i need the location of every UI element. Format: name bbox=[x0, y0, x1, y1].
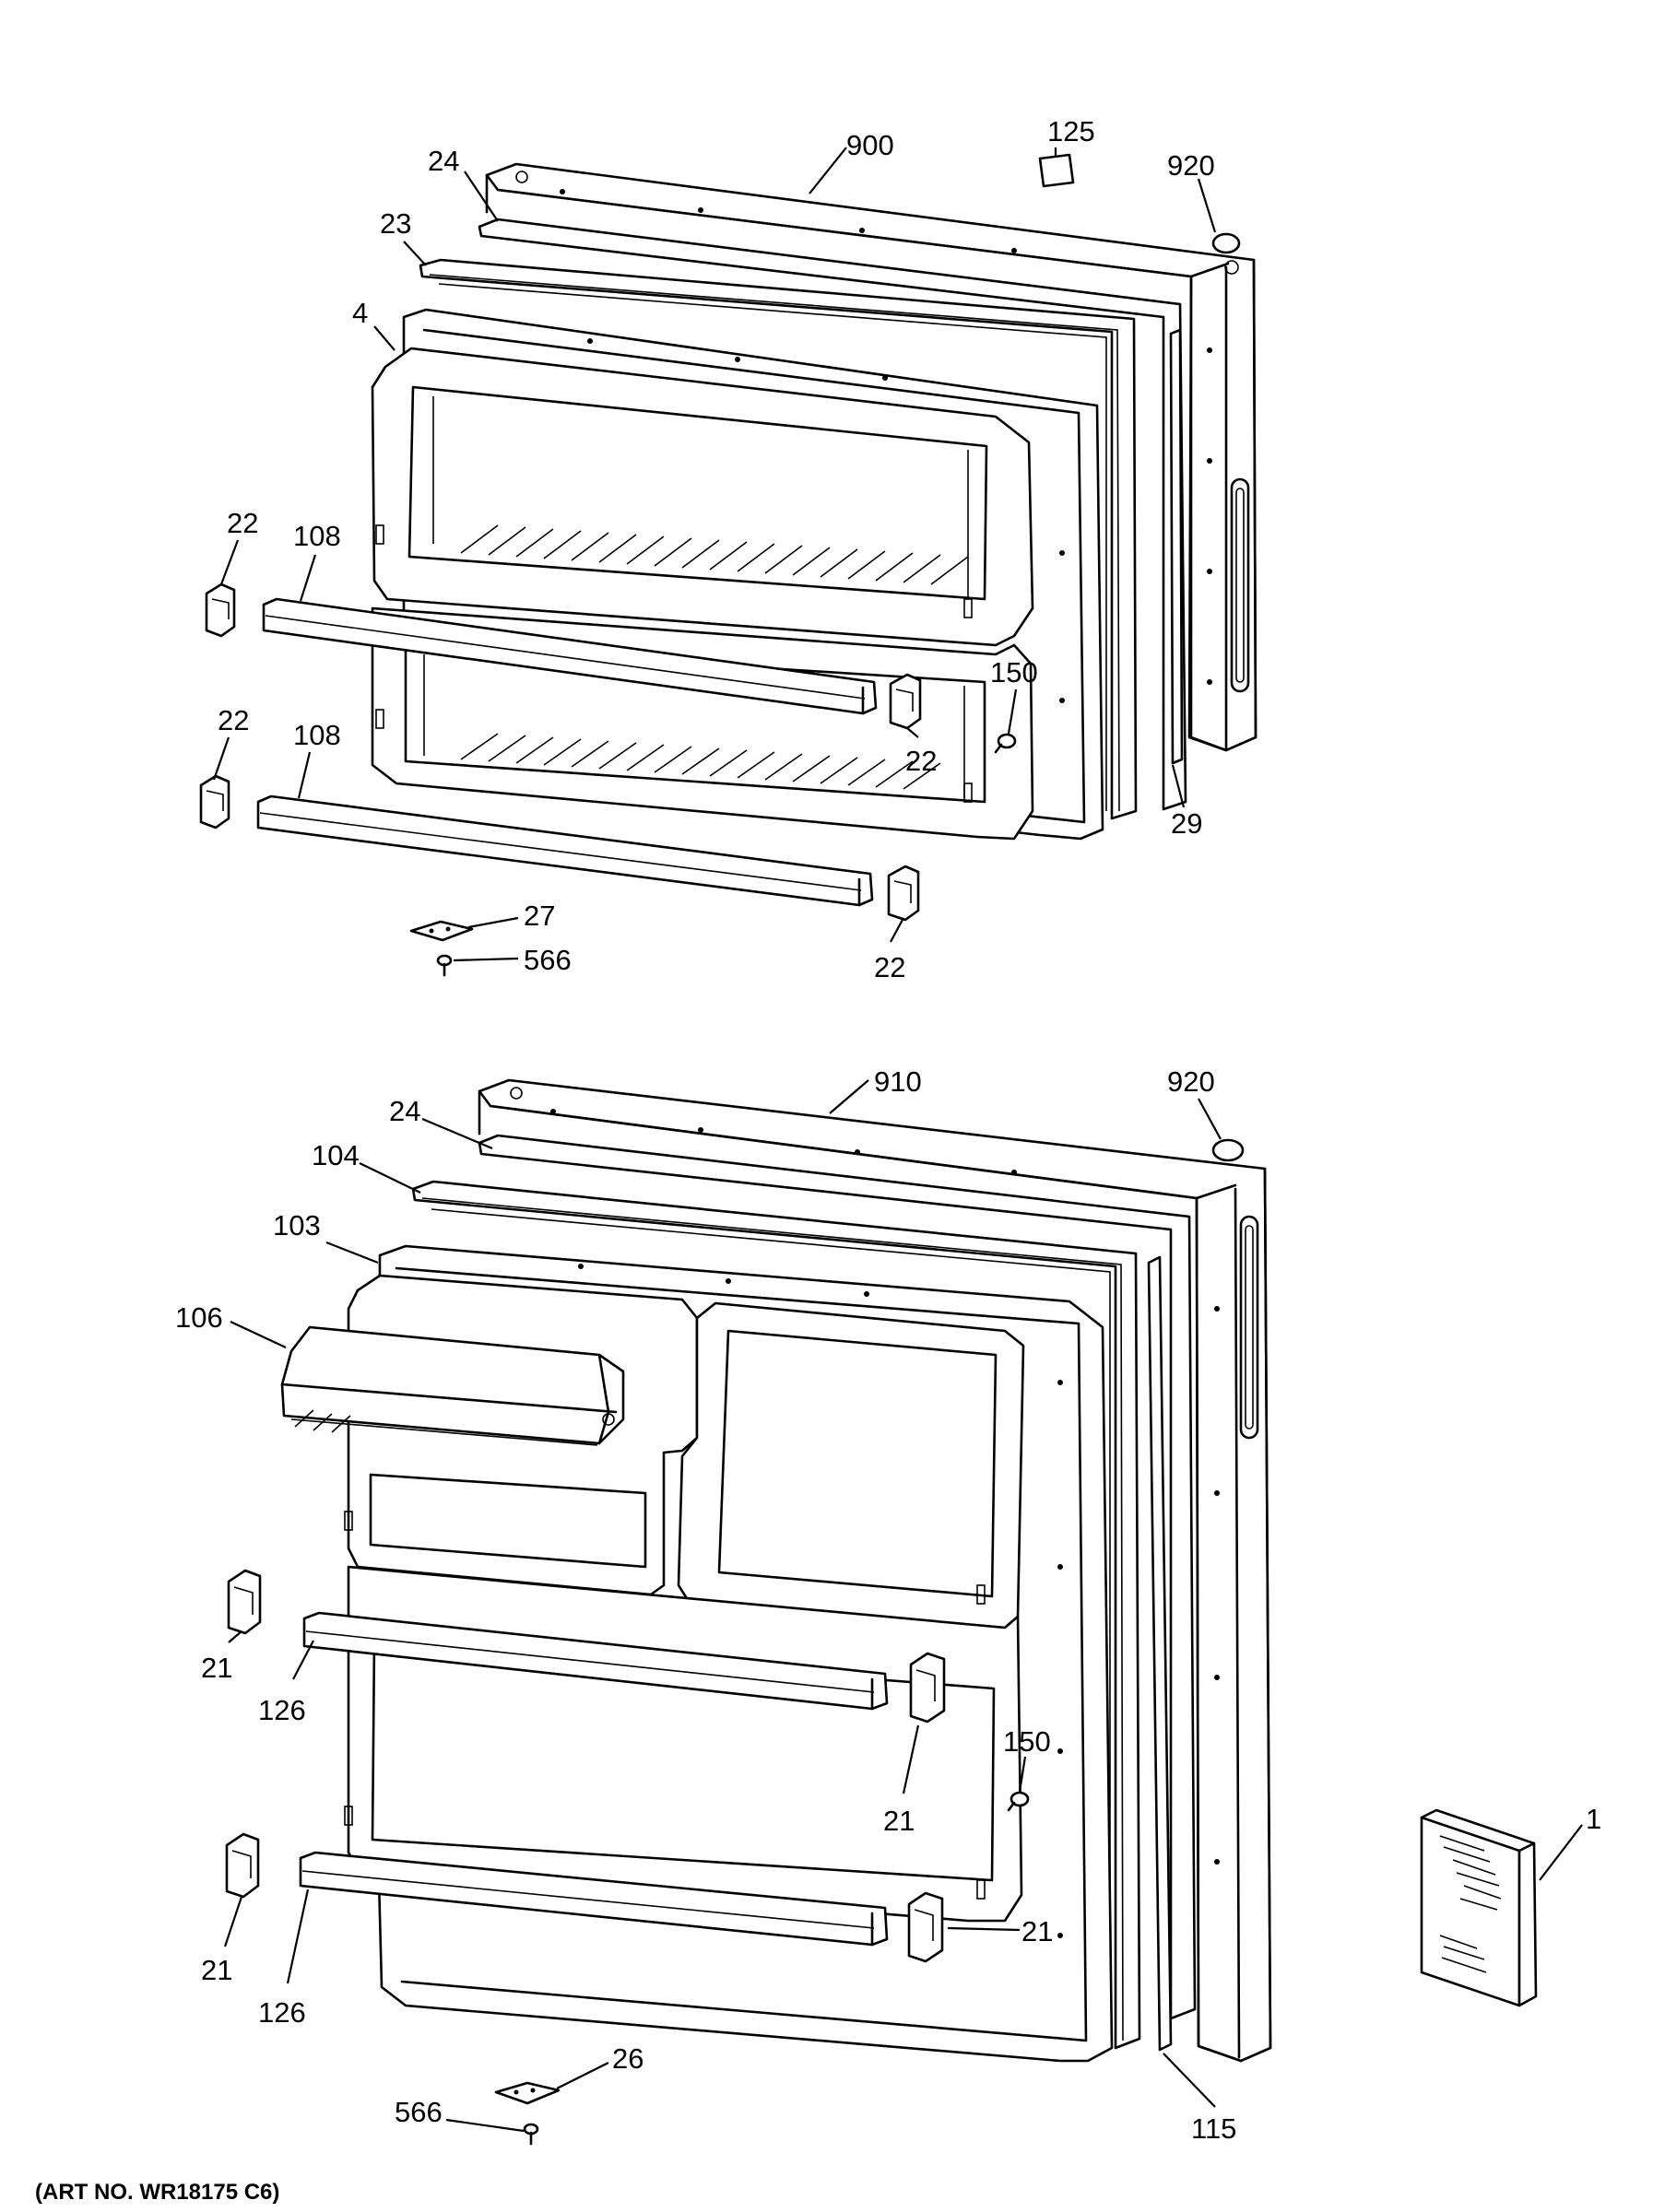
art-number-caption: (ART NO. WR18175 C6) bbox=[35, 2180, 279, 2205]
freezer-shelf-bar-lower bbox=[256, 794, 874, 907]
freezer-label-4: 4 bbox=[352, 297, 368, 329]
fresh-food-label-150: 150 bbox=[1003, 1725, 1051, 1758]
owner-manual-part: 1 bbox=[1420, 1803, 1601, 2007]
freezer-label-125-part bbox=[1038, 153, 1075, 188]
freezer-label-22-right-lower: 22 bbox=[874, 951, 905, 983]
freezer-label-108-lower: 108 bbox=[293, 719, 341, 751]
fresh-food-door-assembly: 910 920 24 104 103 106 21 126 150 21 21 … bbox=[175, 1065, 1272, 2146]
fresh-food-label-21-left-lower: 21 bbox=[201, 1954, 232, 1986]
fresh-food-gasket-24-part bbox=[478, 1134, 1197, 2020]
freezer-label-900: 900 bbox=[846, 129, 894, 161]
fresh-food-label-103: 103 bbox=[273, 1209, 321, 1241]
freezer-door-assembly: 900 125 920 24 23 4 22 108 22 108 150 22… bbox=[199, 115, 1257, 983]
fresh-food-hinge-26-part bbox=[494, 2081, 561, 2105]
freezer-label-22-right-upper: 22 bbox=[905, 745, 937, 777]
freezer-plug-920-part bbox=[1211, 232, 1241, 254]
fresh-food-label-566: 566 bbox=[395, 2096, 443, 2128]
fresh-food-label-106: 106 bbox=[175, 1301, 223, 1334]
freezer-gasket-24-part bbox=[478, 218, 1187, 811]
fresh-food-shelf-cap-left-upper bbox=[227, 1569, 262, 1635]
freezer-inner-liner-4 bbox=[371, 308, 1104, 841]
freezer-label-23: 23 bbox=[380, 207, 411, 240]
freezer-label-24: 24 bbox=[428, 145, 459, 177]
freezer-label-29: 29 bbox=[1171, 807, 1202, 840]
freezer-label-22-left-upper: 22 bbox=[227, 507, 258, 539]
fresh-food-label-24: 24 bbox=[389, 1095, 420, 1127]
fresh-food-shelf-bar-upper bbox=[302, 1611, 889, 1711]
freezer-label-920: 920 bbox=[1167, 149, 1215, 182]
freezer-label-150: 150 bbox=[990, 656, 1038, 688]
fresh-food-label-21-right-lower: 21 bbox=[1021, 1915, 1053, 1947]
fresh-food-leader-lines bbox=[223, 1079, 1222, 2133]
manual-label-1: 1 bbox=[1586, 1803, 1601, 1835]
fresh-food-label-26: 26 bbox=[612, 2042, 643, 2075]
freezer-leader-lines bbox=[212, 147, 1217, 962]
freezer-shelf-cap-right-lower bbox=[887, 865, 920, 922]
fresh-food-breaker-strip-115-part bbox=[1147, 1255, 1173, 2052]
fresh-food-label-21-right-upper: 21 bbox=[883, 1805, 915, 1837]
fresh-food-label-115: 115 bbox=[1191, 2112, 1236, 2145]
fresh-food-plug-920-part bbox=[1211, 1138, 1245, 1162]
freezer-label-566: 566 bbox=[524, 944, 572, 976]
fresh-food-label-910: 910 bbox=[874, 1065, 922, 1098]
freezer-label-108-upper: 108 bbox=[293, 520, 341, 552]
fresh-food-label-21-left-upper: 21 bbox=[201, 1652, 232, 1684]
freezer-shelf-cap-right-upper bbox=[889, 673, 922, 730]
fresh-food-label-126-upper: 126 bbox=[258, 1694, 306, 1726]
fresh-food-dairy-door-106 bbox=[280, 1325, 625, 1446]
freezer-hinge-27-part bbox=[409, 920, 474, 942]
freezer-gasket-23-part bbox=[419, 258, 1138, 820]
freezer-breaker-strip-29-part bbox=[1169, 328, 1184, 765]
fresh-food-shelf-cap-left-lower bbox=[225, 1832, 260, 1899]
freezer-label-27: 27 bbox=[524, 900, 555, 932]
fresh-food-screw-566-part bbox=[523, 2123, 539, 2146]
freezer-shelf-cap-left-upper bbox=[205, 582, 236, 638]
freezer-screw-150-part bbox=[994, 733, 1017, 754]
freezer-label-125: 125 bbox=[1047, 115, 1095, 147]
fresh-food-outer-door-panel bbox=[478, 1078, 1272, 2063]
freezer-label-22-left-lower: 22 bbox=[218, 704, 249, 736]
freezer-upper-floor-ribs bbox=[460, 524, 969, 585]
freezer-lower-floor-ribs bbox=[460, 733, 941, 790]
freezer-screw-566-part bbox=[436, 954, 453, 977]
fresh-food-label-920: 920 bbox=[1167, 1065, 1215, 1098]
freezer-shelf-bar-upper bbox=[262, 597, 878, 715]
fresh-food-shelf-cap-right-lower bbox=[907, 1891, 944, 1963]
fresh-food-screw-150-part bbox=[1007, 1791, 1030, 1812]
freezer-shelf-cap-left-lower bbox=[199, 774, 230, 830]
fresh-food-label-126-lower: 126 bbox=[258, 1996, 306, 2029]
fresh-food-gasket-104-part bbox=[411, 1180, 1141, 2050]
fresh-food-label-104: 104 bbox=[312, 1139, 360, 1171]
fresh-food-shelf-cap-right-upper bbox=[909, 1652, 946, 1724]
fresh-food-shelf-bar-lower bbox=[299, 1851, 889, 1947]
freezer-outer-door-panel bbox=[485, 162, 1257, 752]
